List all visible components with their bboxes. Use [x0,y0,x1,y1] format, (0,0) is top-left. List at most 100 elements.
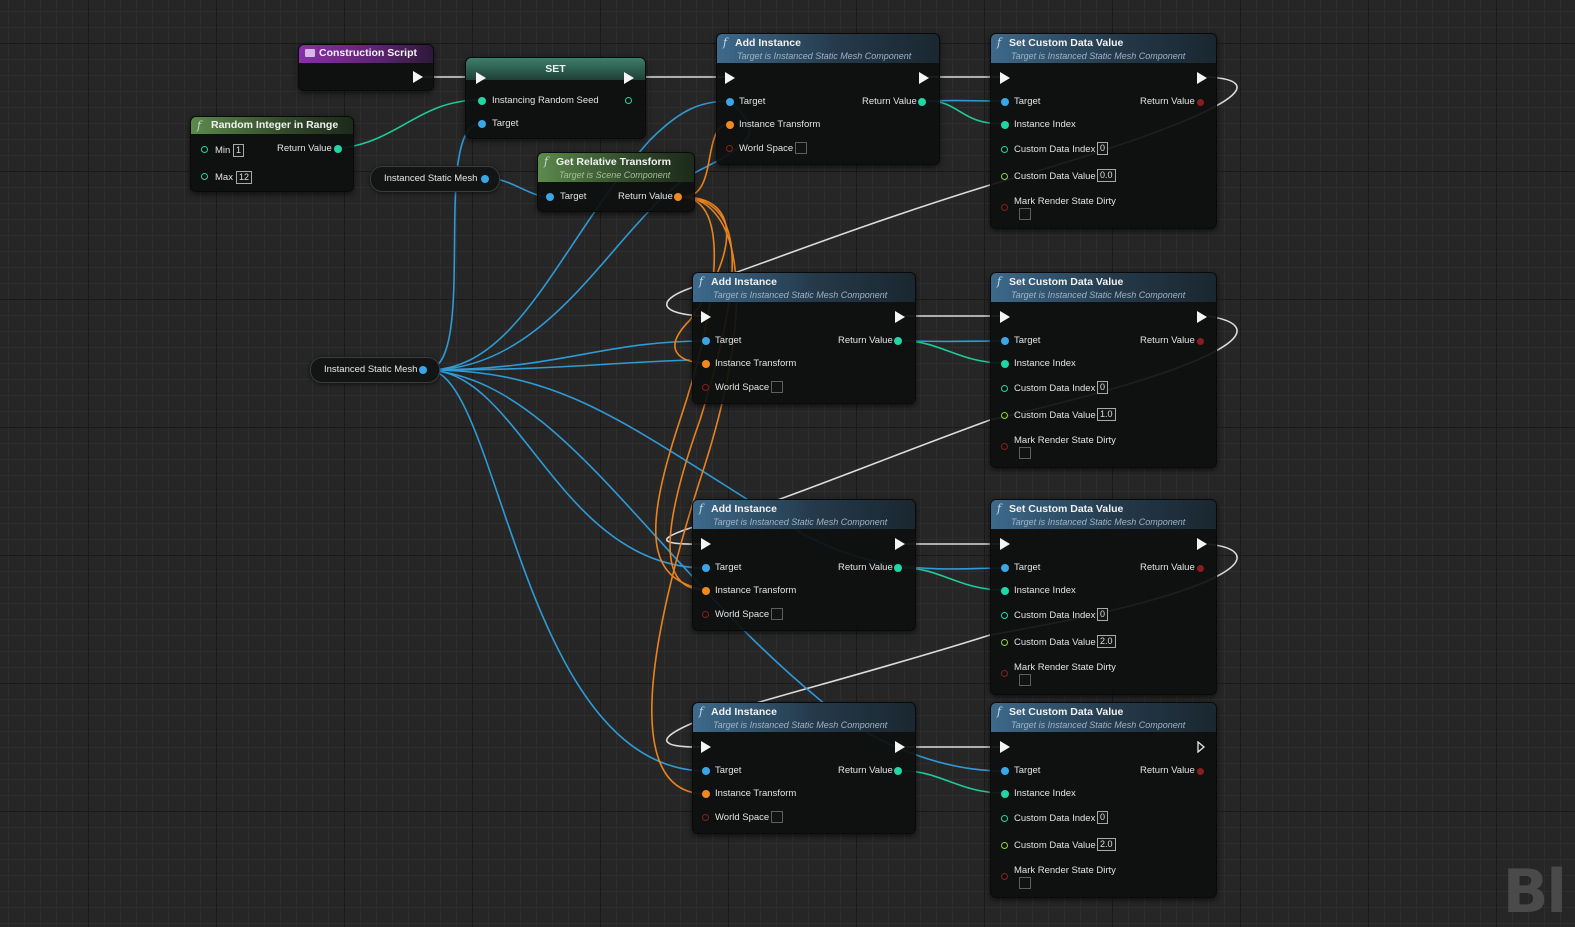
exec-out-pin[interactable] [895,311,905,323]
target-pin[interactable] [1001,564,1009,572]
mark-dirty-checkbox[interactable] [1019,877,1031,889]
world-space-pin[interactable] [702,384,709,391]
custom-data-index-input[interactable]: 0 [1097,811,1109,824]
return-pin[interactable] [1197,99,1204,106]
custom-data-index-pin[interactable] [1001,612,1008,619]
exec-out-pin[interactable] [895,538,905,550]
return-pin[interactable] [918,98,926,106]
set-variable-node[interactable]: SET Instancing Random Seed Target [465,57,646,139]
return-pin[interactable] [1197,565,1204,572]
min-input[interactable]: 1 [233,144,245,157]
world-space-checkbox[interactable] [771,608,783,620]
instanced-static-mesh-getter[interactable]: Instanced Static Mesh [370,166,500,192]
instance-index-pin[interactable] [1001,587,1009,595]
exec-in-pin[interactable] [701,538,711,550]
custom-data-index-input[interactable]: 0 [1097,608,1109,621]
world-space-checkbox[interactable] [795,142,807,154]
exec-out-pin[interactable] [1197,72,1207,84]
add-instance-node[interactable]: f Add Instance Target is Instanced Stati… [692,702,916,834]
custom-data-value-input[interactable]: 0.0 [1097,169,1116,182]
min-pin[interactable] [201,146,208,153]
set-custom-data-value-node[interactable]: f Set Custom Data Value Target is Instan… [990,499,1217,695]
set-custom-data-value-node[interactable]: f Set Custom Data Value Target is Instan… [990,702,1217,898]
return-pin[interactable] [1197,338,1204,345]
mark-dirty-checkbox[interactable] [1019,674,1031,686]
exec-in-pin[interactable] [476,72,486,84]
custom-data-value-input[interactable]: 2.0 [1097,635,1116,648]
return-pin[interactable] [334,145,342,153]
mark-dirty-pin[interactable] [1001,443,1008,450]
mark-dirty-checkbox[interactable] [1019,447,1031,459]
transform-pin[interactable] [726,121,734,129]
add-instance-node[interactable]: f Add Instance Target is Instanced Stati… [692,272,916,404]
exec-in-pin[interactable] [1000,72,1010,84]
exec-in-pin[interactable] [1000,538,1010,550]
world-space-checkbox[interactable] [771,811,783,823]
add-instance-node[interactable]: f Add Instance Target is Instanced Stati… [716,33,940,165]
custom-data-value-pin[interactable] [1001,173,1008,180]
custom-data-index-pin[interactable] [1001,146,1008,153]
add-instance-node[interactable]: f Add Instance Target is Instanced Stati… [692,499,916,631]
world-space-pin[interactable] [702,814,709,821]
world-space-checkbox[interactable] [771,381,783,393]
target-pin[interactable] [1001,98,1009,106]
mark-dirty-pin[interactable] [1001,670,1008,677]
custom-data-value-pin[interactable] [1001,842,1008,849]
instance-index-pin[interactable] [1001,360,1009,368]
exec-out-pin-unconnected[interactable] [1197,741,1205,753]
instance-index-pin[interactable] [1001,121,1009,129]
random-integer-node[interactable]: f Random Integer in Range Min 1 Max 12 R… [190,116,354,192]
exec-out-pin[interactable] [919,72,929,84]
return-pin[interactable] [894,564,902,572]
exec-out-pin[interactable] [624,72,634,84]
set-custom-data-value-node[interactable]: f Set Custom Data Value Target is Instan… [990,33,1217,229]
mark-dirty-pin[interactable] [1001,873,1008,880]
target-pin[interactable] [1001,767,1009,775]
return-pin[interactable] [674,193,682,201]
exec-in-pin[interactable] [701,741,711,753]
instance-index-pin[interactable] [1001,790,1009,798]
transform-pin[interactable] [702,360,710,368]
world-space-pin[interactable] [726,145,733,152]
exec-out-pin[interactable] [1197,311,1207,323]
get-relative-transform-node[interactable]: f Get Relative Transform Target is Scene… [537,152,695,212]
target-pin[interactable] [702,767,710,775]
instanced-static-mesh-getter[interactable]: Instanced Static Mesh [310,357,440,383]
return-pin[interactable] [894,337,902,345]
target-pin[interactable] [702,337,710,345]
exec-out-pin[interactable] [413,71,423,83]
target-pin[interactable] [1001,337,1009,345]
mark-dirty-pin[interactable] [1001,204,1008,211]
mark-dirty-checkbox[interactable] [1019,208,1031,220]
output-pin[interactable] [481,175,489,183]
custom-data-value-pin[interactable] [1001,412,1008,419]
custom-data-index-input[interactable]: 0 [1097,381,1109,394]
custom-data-index-pin[interactable] [1001,815,1008,822]
construction-script-node[interactable]: Construction Script [298,44,434,91]
exec-in-pin[interactable] [1000,311,1010,323]
return-pin[interactable] [1197,768,1204,775]
target-pin[interactable] [546,193,554,201]
exec-in-pin[interactable] [701,311,711,323]
target-pin[interactable] [702,564,710,572]
exec-in-pin[interactable] [1000,741,1010,753]
custom-data-index-pin[interactable] [1001,385,1008,392]
set-custom-data-value-node[interactable]: f Set Custom Data Value Target is Instan… [990,272,1217,468]
custom-data-value-pin[interactable] [1001,639,1008,646]
random-seed-out-pin[interactable] [625,97,632,104]
exec-in-pin[interactable] [725,72,735,84]
exec-out-pin[interactable] [895,741,905,753]
target-pin[interactable] [478,120,486,128]
transform-pin[interactable] [702,790,710,798]
custom-data-index-input[interactable]: 0 [1097,142,1109,155]
world-space-pin[interactable] [702,611,709,618]
target-pin[interactable] [726,98,734,106]
max-input[interactable]: 12 [236,171,253,184]
max-pin[interactable] [201,173,208,180]
output-pin[interactable] [419,366,427,374]
transform-pin[interactable] [702,587,710,595]
custom-data-value-input[interactable]: 2.0 [1097,838,1116,851]
custom-data-value-input[interactable]: 1.0 [1097,408,1116,421]
exec-out-pin[interactable] [1197,538,1207,550]
random-seed-pin[interactable] [478,97,486,105]
